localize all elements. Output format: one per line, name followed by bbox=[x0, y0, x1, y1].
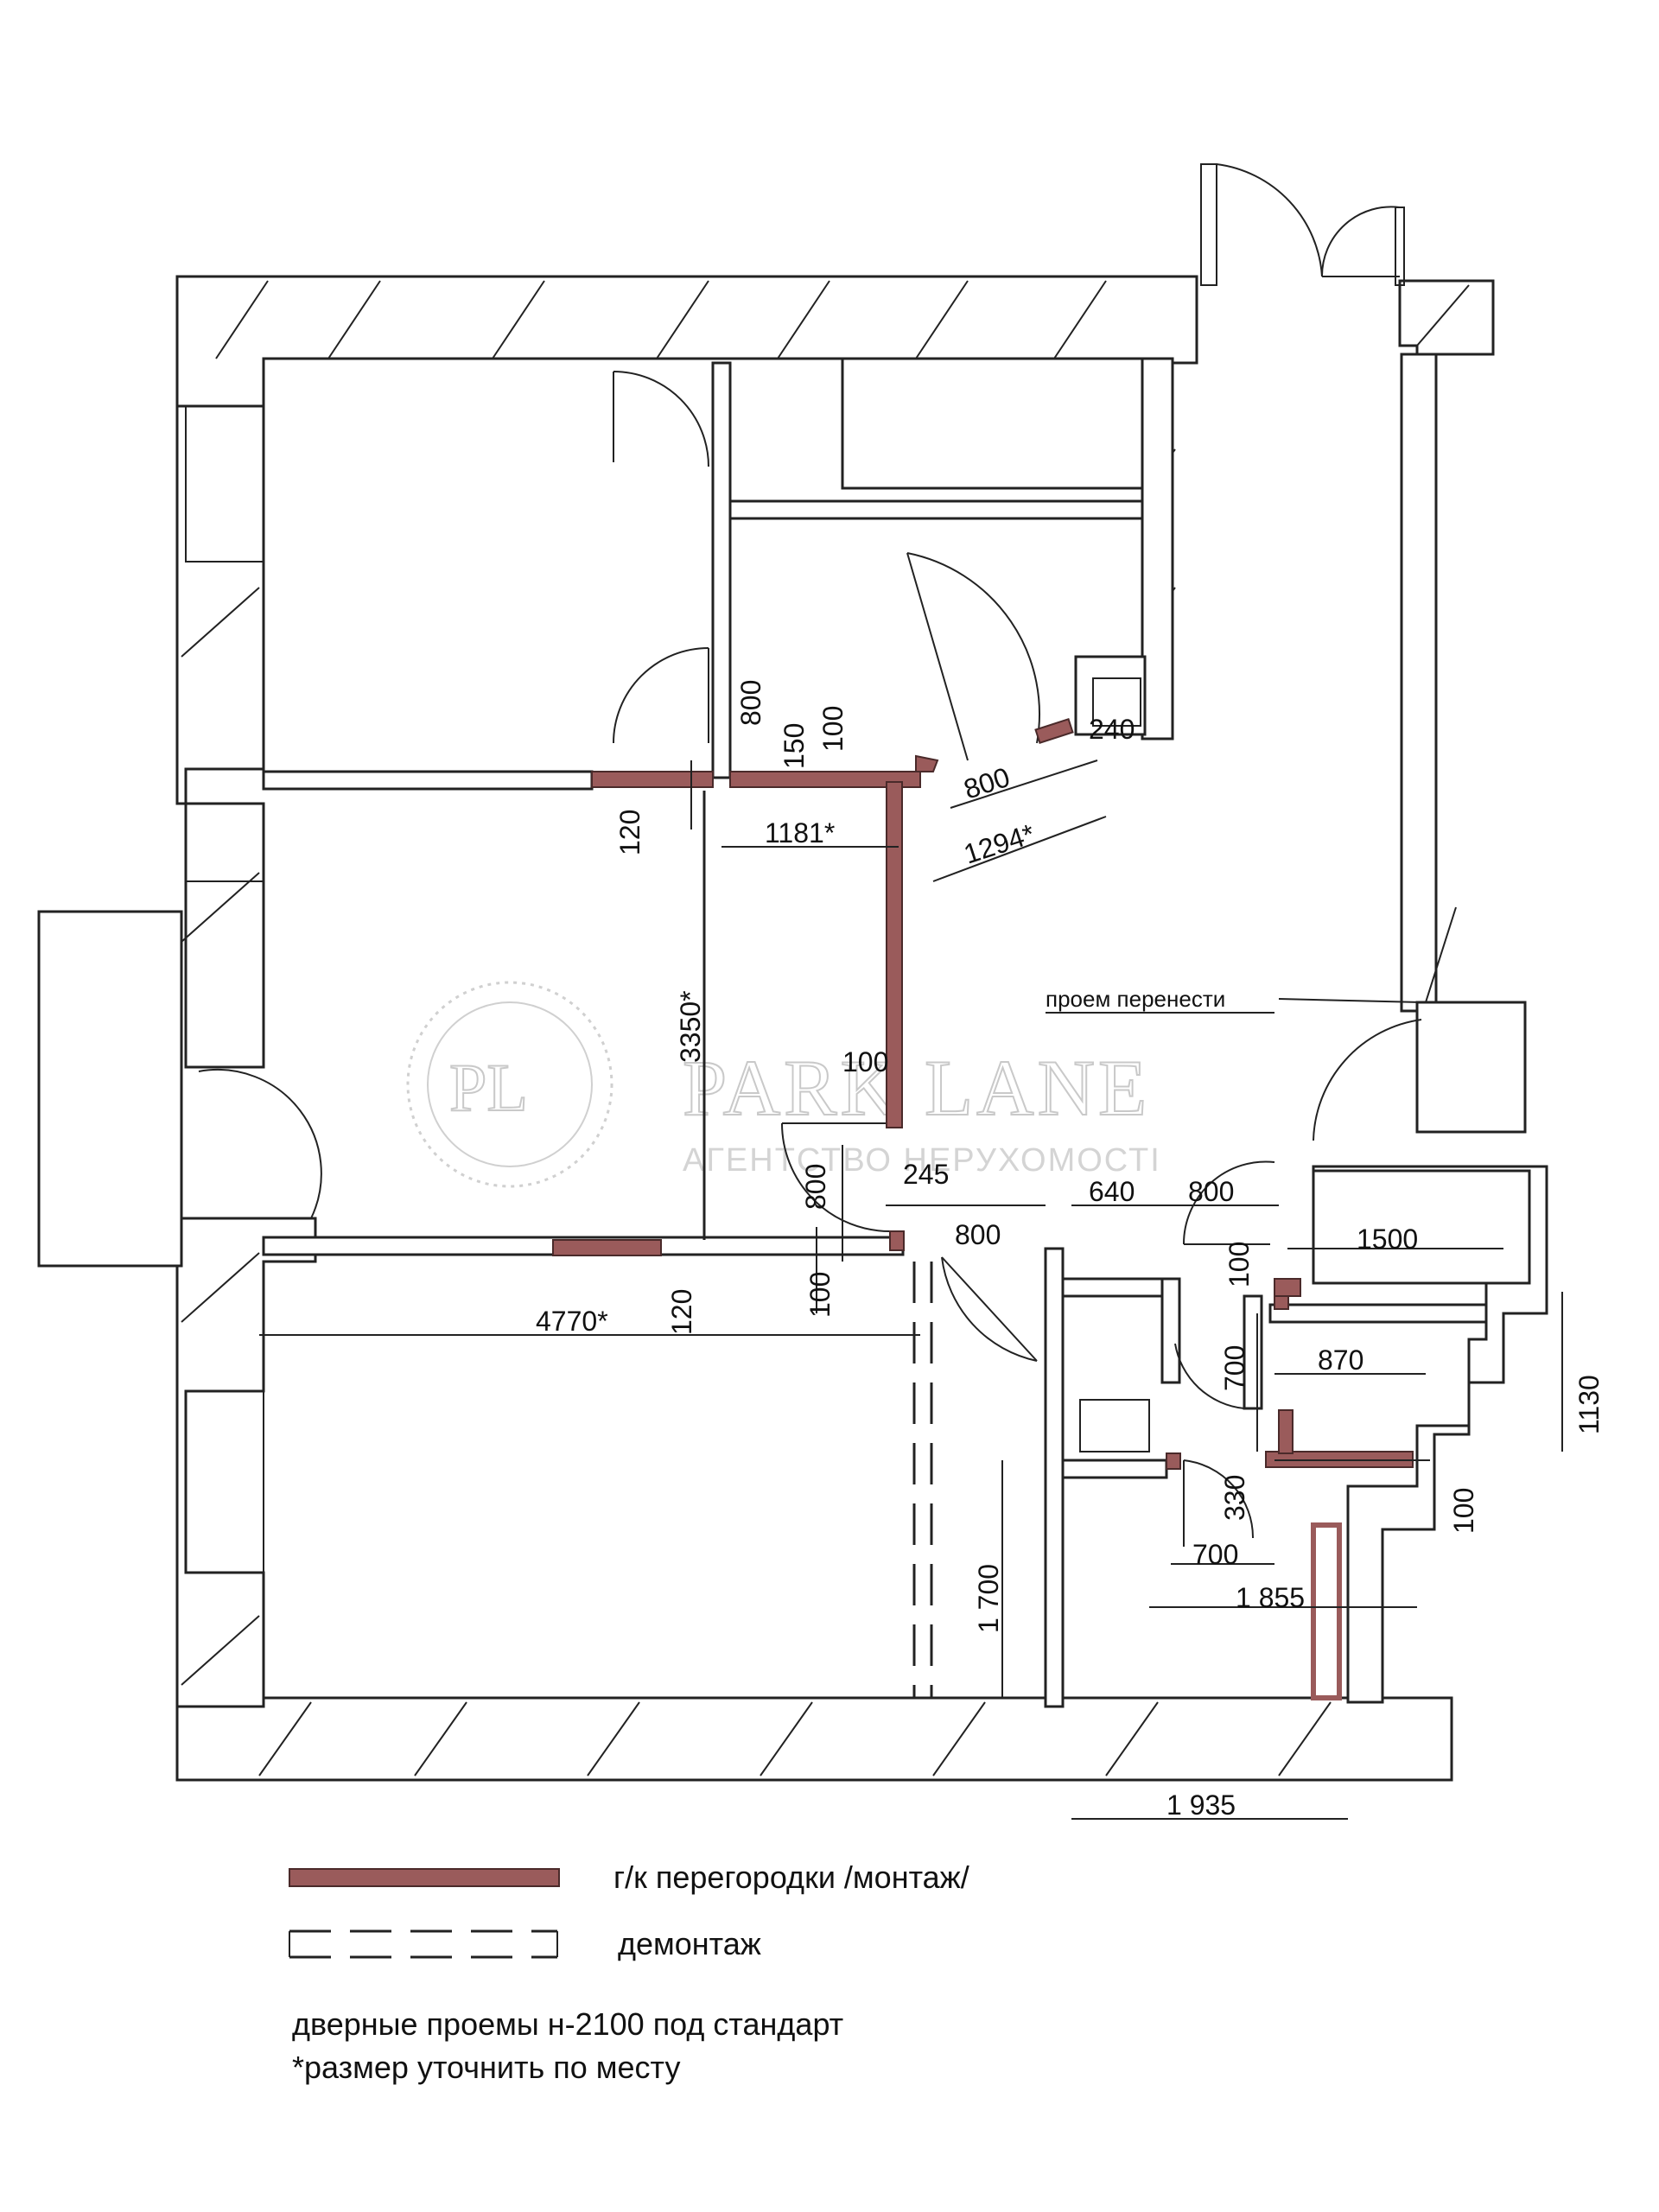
wall-right-long bbox=[1400, 353, 1438, 1013]
interior-walls bbox=[262, 357, 1548, 1708]
dim-245: 245 bbox=[903, 1159, 949, 1190]
bath-right-block bbox=[1415, 1001, 1527, 1134]
wall-bed1-bottom bbox=[262, 770, 594, 791]
dim-4770: 4770* bbox=[536, 1306, 608, 1337]
window-left-2 bbox=[185, 803, 264, 882]
legend-note-doors: дверные проемы н-2100 под стандарт bbox=[292, 2006, 843, 2042]
wall-left-middle bbox=[184, 802, 265, 1069]
watermark-monogram: PL bbox=[449, 1050, 528, 1125]
dim-1294: 1294* bbox=[960, 818, 1039, 870]
entrance-door bbox=[1200, 163, 1405, 286]
shaft-small bbox=[1092, 677, 1141, 727]
gk-top-mid bbox=[729, 771, 921, 788]
legend-dismantle-label: демонтаж bbox=[618, 1926, 761, 1961]
dim-1700: 1 700 bbox=[973, 1564, 1004, 1633]
dim-100-bottom: 100 bbox=[804, 1272, 836, 1318]
dimension-lines bbox=[259, 760, 1563, 1820]
watermark: PL PARK LANE АГЕНТСТВО НЕРУХОМОСТІ bbox=[406, 981, 1161, 1188]
wall-room2-right bbox=[1141, 357, 1174, 741]
note-move-opening: проем перенести bbox=[1046, 986, 1422, 1014]
dim-800-mid: 800 bbox=[955, 1219, 1001, 1250]
dim-1130: 1130 bbox=[1573, 1375, 1605, 1434]
dim-240: 240 bbox=[1089, 714, 1135, 745]
dim-800-right: 800 bbox=[1188, 1176, 1234, 1207]
dim-100-right: 100 bbox=[1448, 1488, 1479, 1534]
window-left-3 bbox=[185, 1390, 264, 1573]
gk-top-left bbox=[591, 771, 714, 788]
wall-top-right bbox=[1398, 279, 1495, 356]
dim-150: 150 bbox=[779, 723, 810, 769]
wall-bath-mid bbox=[1061, 1459, 1168, 1479]
gk-short-diag bbox=[1034, 717, 1074, 745]
gk-tall-bath bbox=[1311, 1522, 1342, 1700]
legend-gk-swatch bbox=[289, 1868, 560, 1887]
dim-1500: 1500 bbox=[1357, 1224, 1418, 1255]
dim-100-bath: 100 bbox=[1224, 1242, 1255, 1287]
gk-bath-small-1 bbox=[1274, 1278, 1301, 1297]
gk-bath-vert bbox=[1278, 1409, 1294, 1454]
bath-wall-stair bbox=[1312, 1165, 1548, 1704]
dim-1935: 1 935 bbox=[1166, 1789, 1236, 1821]
dim-100-top: 100 bbox=[817, 706, 849, 752]
dim-3350: 3350* bbox=[675, 990, 706, 1063]
gk-partitions bbox=[552, 717, 1414, 1700]
watermark-brand: PARK LANE bbox=[683, 1044, 1150, 1132]
dim-100-mid: 100 bbox=[842, 1046, 888, 1077]
dim-700-b: 700 bbox=[1192, 1539, 1238, 1570]
balcony-block bbox=[37, 910, 183, 1268]
wall-hatching bbox=[181, 280, 1470, 1777]
wall-left-upper bbox=[175, 404, 265, 805]
legend-dismantle-swatch bbox=[289, 1929, 558, 1959]
bath-fixture bbox=[1079, 1399, 1150, 1452]
dim-1855: 1 855 bbox=[1236, 1582, 1305, 1613]
dimension-labels: 800 150 100 120 800 240 1294* 1181* 3350… bbox=[536, 680, 1605, 1821]
gk-bed2 bbox=[552, 1239, 662, 1256]
wall-bath-left bbox=[1044, 1247, 1065, 1708]
closet-top bbox=[841, 357, 1147, 490]
wall-bath-vert bbox=[1160, 1277, 1181, 1384]
window-left-1 bbox=[185, 405, 264, 563]
dim-330: 330 bbox=[1219, 1475, 1250, 1521]
dismantle-walls bbox=[912, 1262, 933, 1699]
dim-800-top: 800 bbox=[735, 680, 766, 726]
legend: г/к перегородки /монтаж/ демонтаж дверны… bbox=[289, 1859, 969, 2085]
wall-bottom bbox=[175, 1696, 1453, 1782]
dim-120-top: 120 bbox=[614, 810, 645, 855]
wall-room2-shaft bbox=[1074, 655, 1147, 736]
bath-wall-horizontal bbox=[1268, 1303, 1488, 1324]
wall-left-lower bbox=[175, 1217, 317, 1708]
wall-bath-top bbox=[1061, 1277, 1168, 1298]
dim-800-left: 800 bbox=[800, 1164, 831, 1210]
legend-install-label: г/к перегородки /монтаж/ bbox=[613, 1859, 969, 1895]
dim-1181: 1181* bbox=[765, 817, 835, 849]
door-swings bbox=[198, 371, 1422, 1547]
dim-700-a: 700 bbox=[1219, 1345, 1250, 1391]
dim-640: 640 bbox=[1089, 1176, 1135, 1207]
wall-bed1-right bbox=[711, 361, 732, 779]
gk-small-bottom bbox=[889, 1230, 905, 1251]
note-move-opening-text: проем перенести bbox=[1046, 986, 1225, 1012]
gk-bath-small-3 bbox=[1166, 1452, 1181, 1470]
legend-note-size: *размер уточнить по месту bbox=[292, 2050, 680, 2085]
gk-top-elbow bbox=[873, 754, 939, 772]
watermark-tagline: АГЕНТСТВО НЕРУХОМОСТІ bbox=[683, 1142, 1161, 1179]
dim-120-bottom: 120 bbox=[666, 1289, 697, 1335]
gk-vertical bbox=[886, 781, 903, 1128]
gk-bath-small-2 bbox=[1274, 1295, 1289, 1310]
closet-inner bbox=[728, 499, 1147, 520]
dim-870: 870 bbox=[1318, 1344, 1363, 1376]
bath-tub bbox=[1312, 1169, 1531, 1285]
dim-800-diag: 800 bbox=[960, 761, 1014, 805]
